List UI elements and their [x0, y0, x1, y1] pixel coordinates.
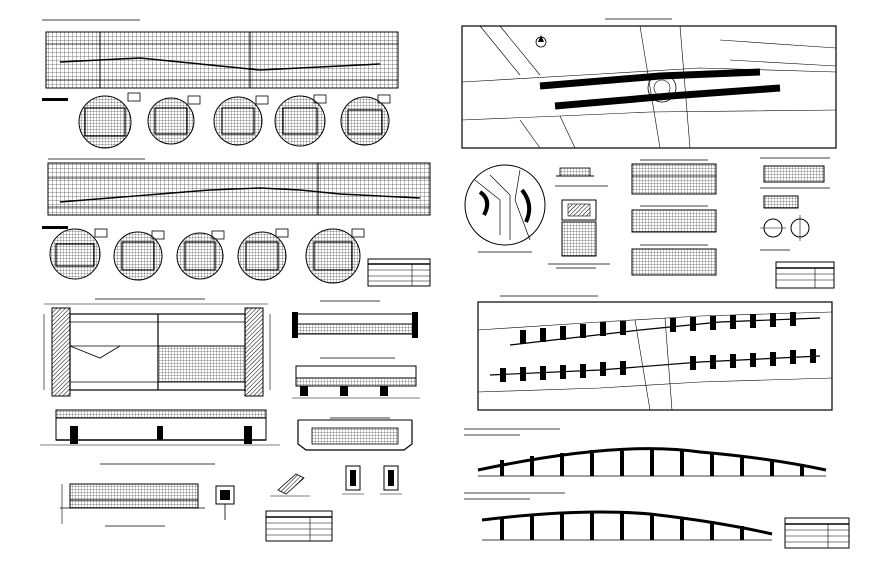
detail-circle — [113, 230, 165, 281]
detail-circle — [237, 228, 289, 281]
title-block — [265, 510, 333, 542]
small-details — [270, 465, 402, 497]
armor-detail — [60, 483, 235, 527]
details-row-1 — [42, 92, 391, 149]
details-row-2 — [42, 226, 431, 287]
site-plan — [461, 18, 837, 149]
slab-plan — [43, 298, 271, 397]
section-bearing — [297, 417, 413, 451]
section-c-c — [631, 244, 717, 276]
detail-circle — [78, 92, 141, 149]
long-section-mid — [47, 158, 431, 216]
column-details — [548, 167, 610, 269]
section-a-a — [631, 159, 717, 195]
title-block — [784, 517, 850, 549]
section-column — [292, 300, 418, 338]
north-arrow-icon — [535, 35, 547, 48]
detail-circle — [340, 94, 391, 146]
circle-plan-detail — [464, 164, 546, 253]
small-sections-right — [760, 157, 830, 251]
detail-circle — [274, 94, 327, 147]
long-section-top — [42, 19, 399, 89]
detail-circle — [213, 95, 269, 146]
detail-circle — [49, 228, 108, 280]
title-block — [775, 261, 835, 289]
slab-elevation — [40, 409, 280, 465]
pile-plan — [477, 295, 833, 411]
section-1-1 — [292, 357, 420, 399]
detail-circle — [147, 95, 201, 145]
detail-circle — [305, 228, 365, 284]
elevation-axis-2 — [464, 492, 773, 541]
elevation-axis-1 — [464, 428, 827, 477]
section-b-b — [631, 205, 717, 233]
detail-circle — [176, 230, 225, 280]
title-block — [367, 258, 431, 287]
